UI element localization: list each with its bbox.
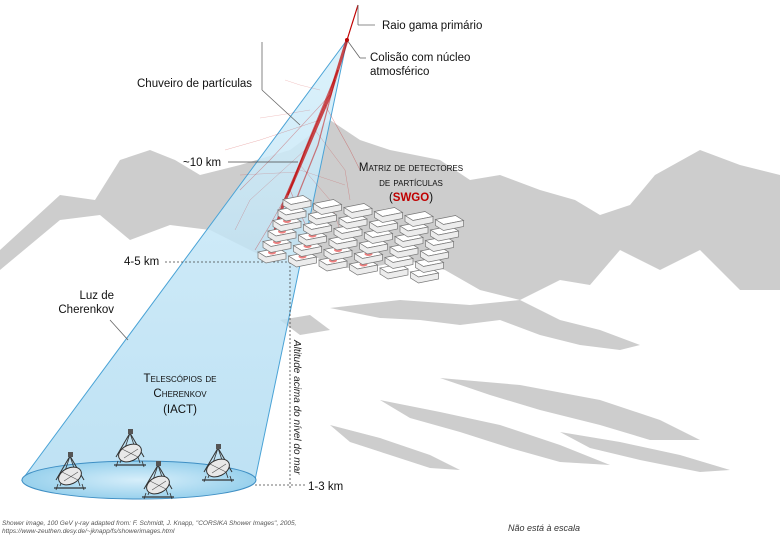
altitude-1-3km-label: 1-3 km	[308, 481, 344, 493]
detector-tank-side	[343, 206, 373, 219]
altitude-4-5km-label: 4-5 km	[124, 256, 160, 268]
shower-label: Chuveiro de partículas	[137, 78, 253, 90]
detector-tank-side	[323, 248, 353, 261]
detector-tank-side	[272, 219, 302, 232]
altitude-axis-label: Altitude acima do nível do mar	[291, 340, 302, 475]
detector-tank-side	[288, 255, 317, 268]
telescopes-title-line1: Telescópios de	[143, 373, 217, 385]
detector-tank-side	[369, 221, 398, 234]
altitude-10km-label: ~10 km	[183, 157, 222, 169]
detector-tank-side	[328, 238, 358, 251]
swgo-detector-array	[257, 195, 465, 284]
detector-tank-side	[399, 225, 429, 238]
detector-tank-side	[364, 231, 393, 244]
detector-tank-side	[394, 235, 424, 248]
detector-array-title-line1: Matriz de detectores	[358, 162, 464, 174]
detector-tank-side	[410, 271, 439, 284]
detector-array-paren-close: )	[429, 192, 434, 204]
detector-tank-side	[282, 198, 312, 211]
primary-gamma-ray	[345, 4, 375, 59]
detector-tank-side	[277, 209, 307, 222]
detector-tank-side	[374, 210, 403, 223]
image-credit: Shower image, 100 GeV γ-ray adapted from…	[2, 520, 297, 535]
telescopes-acronym: (IACT)	[163, 404, 197, 416]
detector-tank-side	[318, 259, 348, 272]
detector-tank-side	[313, 202, 342, 215]
detector-tank-side	[267, 230, 297, 243]
detector-tank-side	[430, 229, 459, 242]
detector-tank-side	[338, 217, 368, 230]
detector-tank-side	[354, 252, 383, 265]
cherenkov-telescope	[114, 429, 146, 468]
detector-tank-side	[333, 227, 363, 240]
detector-tank-side	[384, 256, 414, 269]
detector-tank-side	[303, 223, 332, 236]
detector-tank-side	[389, 246, 419, 259]
detector-array-paren-open: (	[388, 192, 393, 204]
detector-tank-side	[298, 234, 327, 247]
detector-array-acronym: (SWGO)	[343, 191, 479, 205]
cherenkov-light-label: Luz de Cherenkov	[58, 290, 114, 316]
swgo-acronym: SWGO	[392, 192, 430, 204]
cherenkov-telescope	[54, 452, 86, 491]
collision-label: Colisão com núcleo atmosférico	[370, 52, 471, 78]
primary-gamma-label: Raio gama primário	[382, 20, 483, 32]
detector-tank-side	[435, 218, 464, 231]
detector-tank-side	[349, 263, 378, 276]
detector-tank-side	[415, 260, 444, 273]
detector-array-title-line2: de partículas	[379, 177, 443, 189]
cherenkov-telescope	[142, 461, 174, 500]
detector-tank-side	[379, 267, 409, 280]
detector-tank-side	[404, 214, 434, 227]
detector-tank-side	[359, 242, 388, 255]
detector-tank-side	[257, 251, 287, 264]
cherenkov-telescope	[202, 444, 234, 483]
telescopes-title-line2: Cherenkov	[153, 388, 207, 400]
detector-tank-side	[425, 239, 454, 252]
scale-note: Não está à escala	[508, 523, 581, 533]
iact-telescope-array	[54, 429, 234, 500]
detector-tank-side	[308, 213, 337, 226]
detector-tank-side	[293, 244, 322, 257]
detector-tank-side	[420, 250, 449, 263]
detector-tank-side	[262, 240, 292, 253]
